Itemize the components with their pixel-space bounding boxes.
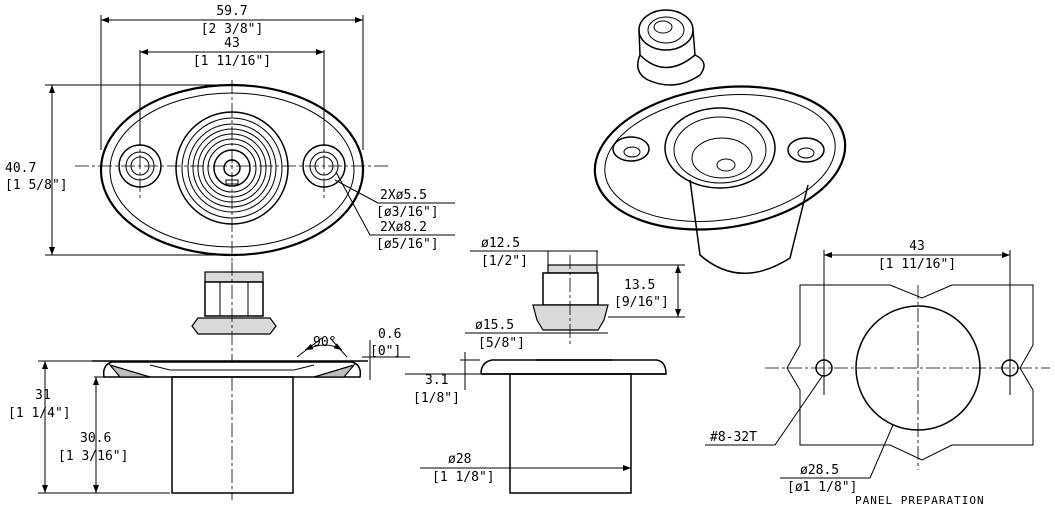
dim-overall-width-in: [2 3/8"] [201, 22, 264, 37]
dim-overall-width-mm: 59.7 [216, 4, 247, 19]
dim-flange-thk-in: [1/8"] [413, 391, 460, 406]
dim-cap-base-dia-mm: ø15.5 [475, 318, 514, 333]
dim-total-height-mm: 31 [35, 388, 51, 403]
dim-body-dia-mm: ø28 [448, 452, 471, 467]
dim-panel-spacing-mm: 43 [909, 239, 925, 254]
dim-height-mm: 40.7 [5, 161, 36, 176]
thread-callout: #8-32T [710, 430, 757, 445]
panel-outline [786, 284, 1034, 461]
dim-cap-height-in: [9/16"] [614, 295, 669, 310]
dim-recess-mm: 0.6 [378, 327, 401, 342]
side-view: ø12.5 [1/2"] 13.5 [9/16"] ø15.5 [5/8"] 3… [405, 236, 685, 494]
dim-hole-dia-mm: 2Xø5.5 [380, 188, 427, 203]
dim-cap-base-dia-in: [5/8"] [478, 336, 525, 351]
dim-recess-in: [0"] [370, 344, 401, 359]
dim-cap-dia-mm: ø12.5 [481, 236, 520, 251]
front-view: 90° 0.6 [0"] 31 [1 1/4"] 30.6 [1 3/16"] [8, 262, 410, 500]
dim-panel-spacing-in: [1 11/16"] [878, 257, 956, 272]
dim-hole-spacing-mm: 43 [224, 36, 240, 51]
isometric-view [593, 9, 847, 274]
cap-side-top [547, 264, 598, 274]
dim-height-in: [1 5/8"] [5, 178, 68, 193]
dim-flange-thk-mm: 3.1 [425, 373, 448, 388]
cap-top [204, 271, 264, 283]
top-view: 59.7 [2 3/8"] 43 [1 11/16"] 40.7 [1 5/8"… [5, 4, 455, 262]
side-body [509, 373, 632, 494]
dim-cap-height-mm: 13.5 [624, 278, 655, 293]
side-flange [480, 359, 667, 375]
dim-cbore-dia-mm: 2Xø8.2 [380, 220, 427, 235]
dim-cutout-dia-mm: ø28.5 [800, 463, 839, 478]
dim-total-height-in: [1 1/4"] [8, 406, 71, 421]
panel-preparation-label: PANEL PREPARATION [855, 494, 985, 507]
dim-body-height-in: [1 3/16"] [58, 449, 128, 464]
dim-cutout-dia-in: [ø1 1/8"] [787, 480, 857, 495]
dim-angle: 90° [313, 335, 336, 350]
body-section [171, 376, 294, 494]
iso-flange [593, 85, 847, 231]
dim-hole-spacing-in: [1 11/16"] [193, 54, 271, 69]
dim-cap-dia-in: [1/2"] [481, 254, 528, 269]
dim-cbore-dia-in: [ø5/16"] [376, 237, 439, 252]
dim-body-dia-in: [1 1/8"] [432, 470, 495, 485]
dim-body-height-mm: 30.6 [80, 431, 111, 446]
panel-preparation: 43 [1 11/16"] #8-32T ø28.5 [ø1 1/8"] PAN… [705, 239, 1050, 507]
dim-hole-dia-in: [ø3/16"] [376, 205, 439, 220]
